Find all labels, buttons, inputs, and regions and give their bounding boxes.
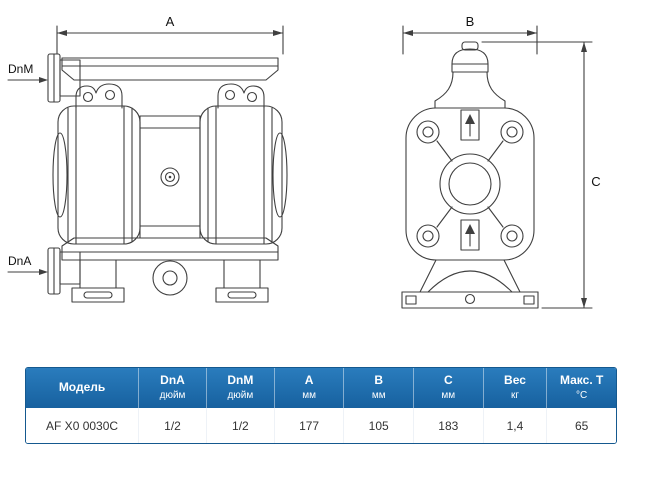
col-unit: мм	[371, 390, 386, 402]
right-foot	[215, 259, 269, 303]
spec-table: Модель DnA дюйм DnM дюйм A мм B мм	[25, 367, 617, 444]
pump-side-drawing	[401, 41, 539, 309]
dna-arrow-icon	[39, 269, 48, 275]
dnm-port	[47, 53, 81, 103]
side-view: B C	[401, 14, 601, 309]
table-row: AF X0 0030C 1/2 1/2 177 105 183 1,4 65	[26, 408, 616, 443]
cell-weight: 1,4	[482, 408, 547, 443]
col-header-c: C мм	[413, 368, 483, 408]
col-unit: кг	[510, 390, 519, 402]
col-unit: мм	[302, 390, 316, 402]
cell-a: 177	[273, 408, 344, 443]
col-header-max-t: Макс. T °C	[546, 368, 616, 408]
col-unit: дюйм	[227, 390, 254, 402]
cell-max-t: 65	[546, 408, 616, 443]
center-body	[139, 115, 201, 239]
dna-label-group: DnA	[7, 254, 48, 275]
dim-c-label: C	[591, 174, 600, 189]
dimension-b: B	[402, 14, 538, 55]
right-housing	[199, 105, 288, 245]
dim-a-label: A	[166, 14, 175, 29]
bottom-manifold	[61, 237, 279, 261]
front-view: A DnM DnA	[7, 14, 288, 303]
dna-label: DnA	[8, 254, 31, 268]
right-ear-tab	[217, 83, 265, 109]
left-ear-tab	[75, 83, 123, 109]
spec-table-header-row: Модель DnA дюйм DnM дюйм A мм B мм	[26, 368, 616, 408]
col-unit: дюйм	[159, 390, 186, 402]
col-unit: °C	[576, 390, 588, 402]
col-header-a: A мм	[273, 368, 344, 408]
col-title: Вес	[504, 373, 526, 388]
cell-b: 105	[343, 408, 413, 443]
col-title: Модель	[58, 380, 106, 395]
dimension-c: C	[481, 41, 601, 309]
muffler-circle	[152, 260, 188, 296]
top-manifold	[61, 57, 279, 81]
cell-c: 183	[413, 408, 483, 443]
cell-dna: 1/2	[138, 408, 206, 443]
dimension-a: A	[56, 14, 284, 55]
col-title: A	[304, 373, 314, 388]
col-title: DnM	[227, 373, 254, 388]
dnm-label: DnM	[8, 62, 33, 76]
center-port-circle	[439, 153, 501, 215]
flow-arrow-bottom-icon	[460, 219, 480, 251]
left-foot	[71, 259, 125, 303]
col-unit: мм	[441, 390, 456, 402]
bolt-circles	[416, 120, 524, 248]
flange-plate	[405, 107, 535, 261]
col-header-dna: DnA дюйм	[138, 368, 206, 408]
valve-shoulder	[434, 71, 506, 109]
technical-drawing: A DnM DnA	[7, 14, 601, 309]
col-title: C	[443, 373, 453, 388]
col-header-weight: Вес кг	[482, 368, 547, 408]
pump-drawing-svg: A DnM DnA	[7, 14, 601, 309]
col-header-model: Модель	[26, 368, 139, 408]
flow-arrow-top-icon	[460, 109, 480, 141]
col-title: Макс. T	[559, 373, 604, 388]
dna-port	[47, 247, 81, 295]
cell-model: AF X0 0030C	[26, 408, 139, 443]
web-lines	[436, 140, 504, 228]
air-valve-circle	[160, 167, 180, 187]
pump-front-drawing	[47, 53, 288, 303]
col-title: B	[374, 373, 384, 388]
left-housing	[52, 105, 141, 245]
dnm-arrow-icon	[39, 77, 48, 83]
top-cap	[451, 41, 489, 73]
col-header-b: B мм	[343, 368, 413, 408]
dim-b-label: B	[466, 14, 475, 29]
dnm-label-group: DnM	[7, 62, 48, 83]
base-stand	[401, 259, 539, 309]
cell-dnm: 1/2	[205, 408, 274, 443]
col-header-dnm: DnM дюйм	[205, 368, 274, 408]
col-title: DnA	[160, 373, 185, 388]
